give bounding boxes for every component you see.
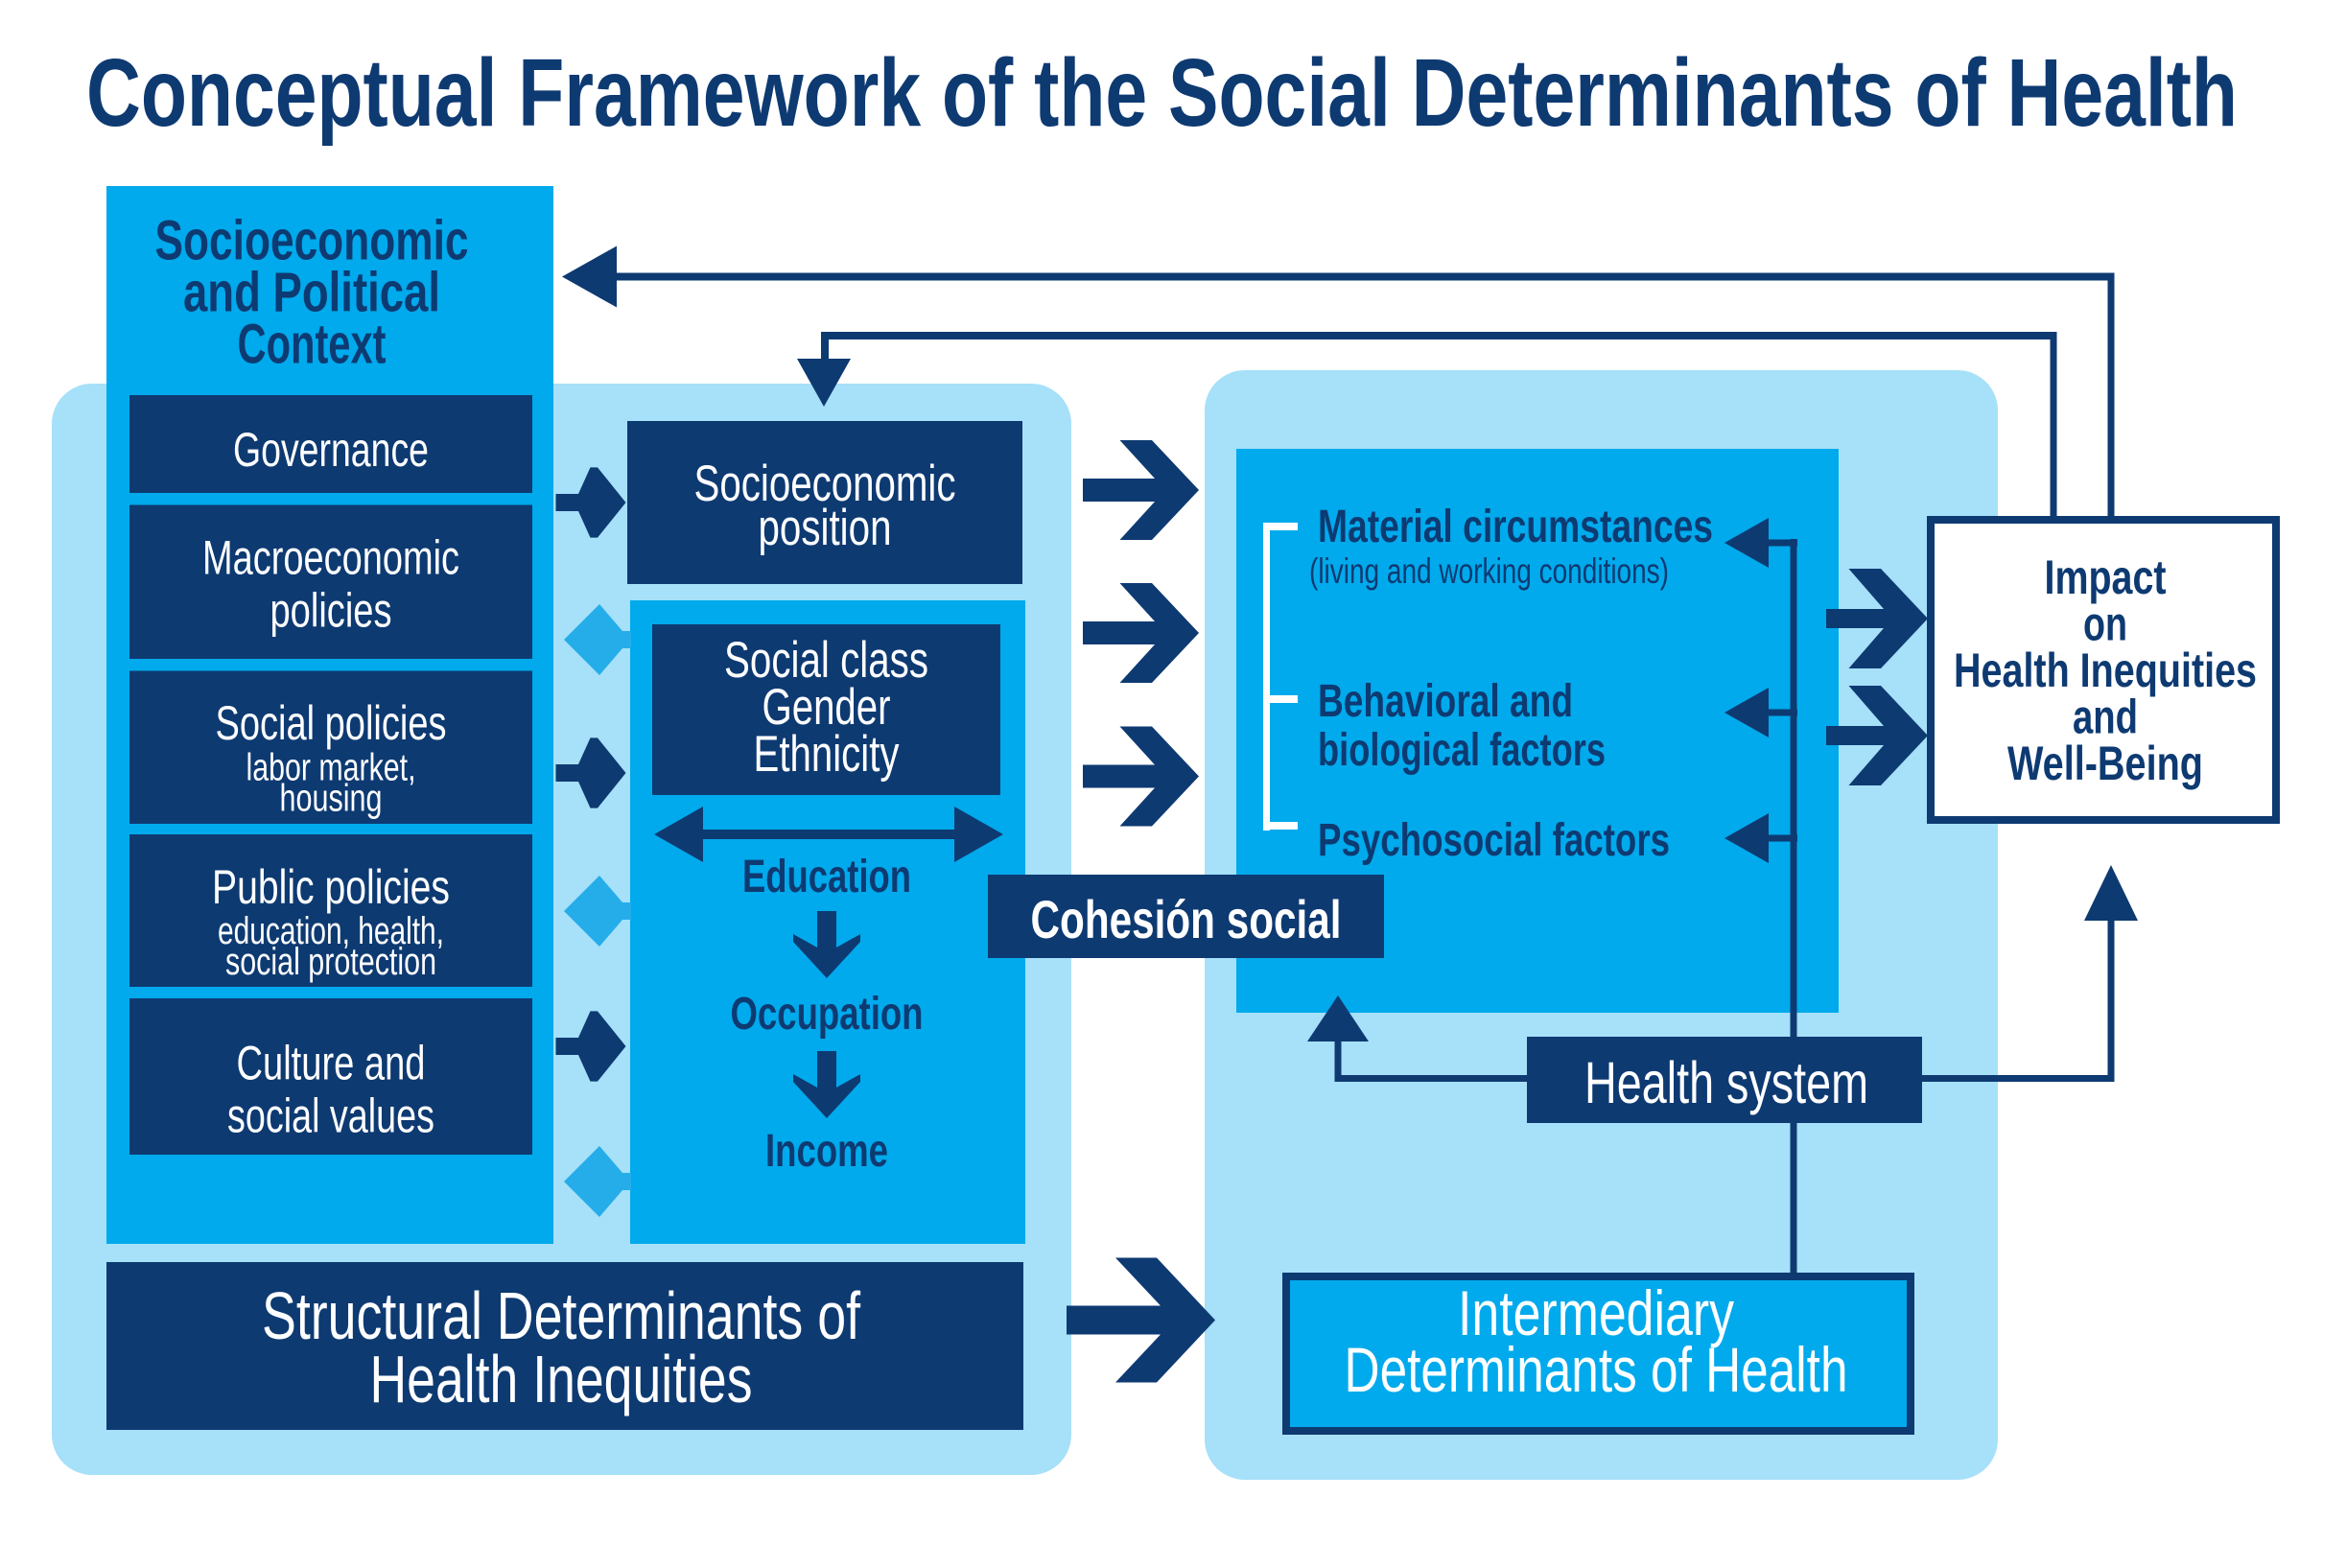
svg-text:Context: Context (238, 314, 387, 376)
svg-text:Occupation: Occupation (731, 989, 924, 1040)
svg-text:social values: social values (227, 1089, 434, 1143)
svg-text:Psychosocial factors: Psychosocial factors (1318, 815, 1670, 866)
svg-text:and Political: and Political (183, 262, 440, 324)
svg-text:Gender: Gender (762, 679, 891, 736)
svg-text:(living and working conditions: (living and working conditions) (1309, 551, 1669, 591)
svg-text:Behavioral and: Behavioral and (1318, 676, 1573, 727)
svg-text:Well-Being: Well-Being (2007, 737, 2203, 790)
svg-text:Health Inequities: Health Inequities (370, 1342, 753, 1416)
svg-text:Socioeconomic: Socioeconomic (155, 210, 469, 272)
svg-text:Health system: Health system (1584, 1050, 1868, 1115)
svg-text:Socioeconomic: Socioeconomic (694, 456, 956, 512)
svg-text:education, health,: education, health, (218, 910, 444, 952)
svg-text:housing: housing (280, 778, 383, 820)
svg-text:policies: policies (270, 584, 392, 638)
svg-text:Health Inequities: Health Inequities (1954, 644, 2257, 697)
svg-text:Culture and: Culture and (237, 1037, 426, 1090)
svg-text:Impact: Impact (2045, 550, 2167, 604)
svg-text:biological factors: biological factors (1318, 725, 1606, 776)
svg-text:Income: Income (765, 1126, 888, 1177)
svg-text:Public policies: Public policies (212, 860, 450, 914)
svg-text:Macroeconomic: Macroeconomic (202, 531, 459, 585)
svg-text:Material circumstances: Material circumstances (1318, 502, 1713, 552)
svg-text:Structural Determinants of: Structural Determinants of (262, 1278, 860, 1353)
svg-text:Intermediary: Intermediary (1458, 1277, 1734, 1348)
svg-text:social protection: social protection (225, 941, 436, 983)
svg-text:Ethnicity: Ethnicity (754, 726, 900, 783)
svg-text:Cohesión social: Cohesión social (1031, 889, 1342, 949)
svg-text:and: and (2073, 690, 2138, 744)
svg-text:labor market,: labor market, (246, 747, 416, 789)
svg-text:on: on (2083, 597, 2127, 651)
svg-text:Governance: Governance (233, 423, 429, 477)
svg-text:Social policies: Social policies (216, 696, 447, 750)
svg-text:Education: Education (742, 852, 911, 902)
svg-text:Determinants of Health: Determinants of Health (1345, 1334, 1848, 1405)
svg-text:position: position (759, 500, 892, 556)
svg-text:Social class: Social class (724, 632, 928, 689)
svg-text:Conceptual Framework of the So: Conceptual Framework of the Social Deter… (86, 39, 2238, 147)
